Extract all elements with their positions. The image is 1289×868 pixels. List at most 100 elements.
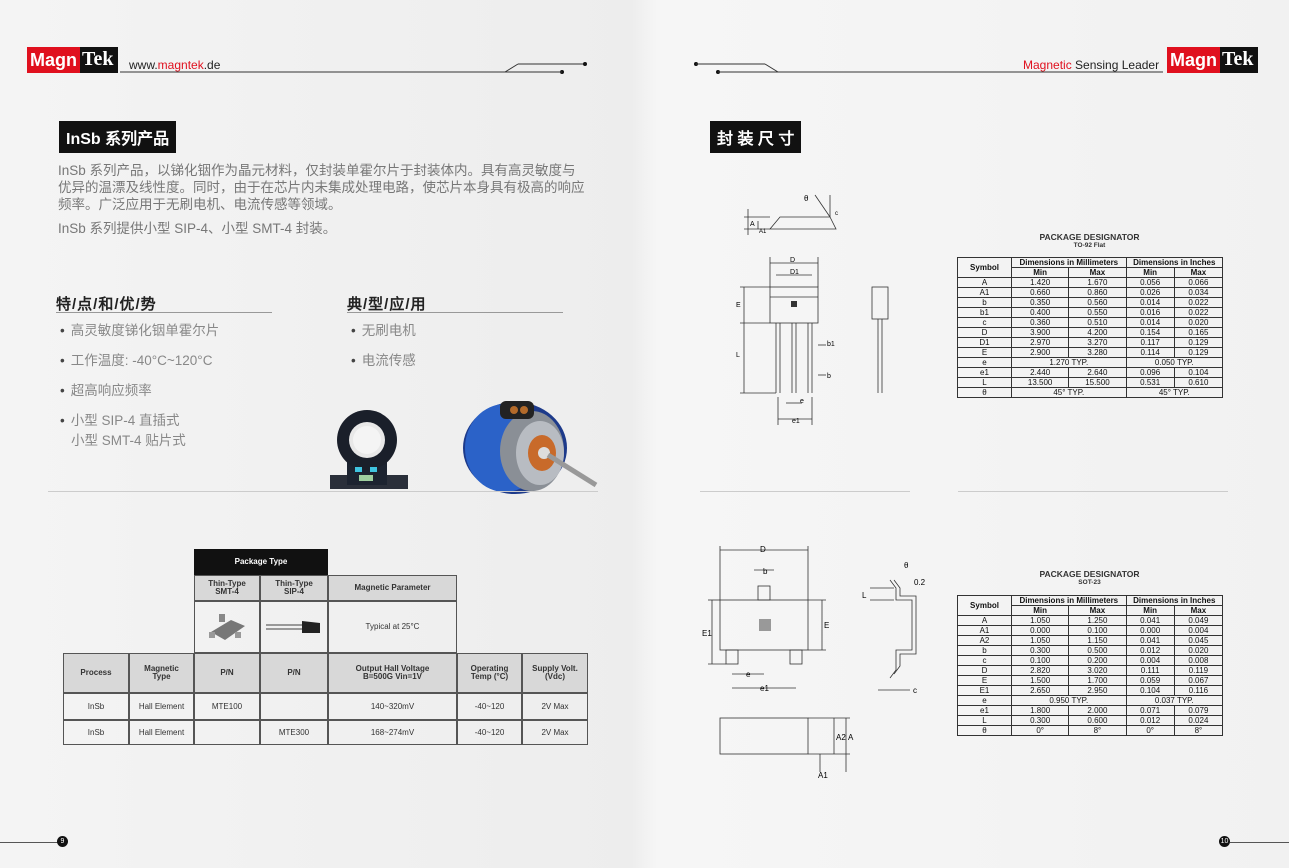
features-title: 特/点/和/优/势 bbox=[56, 296, 157, 313]
to92-dimension-drawing: A A1 θ c D D1 E L b1 b e e1 bbox=[736, 194, 889, 425]
cell: 4.200 bbox=[1068, 327, 1127, 338]
cell: 2.970 bbox=[1010, 337, 1070, 348]
cell: D1 bbox=[957, 337, 1012, 348]
cell: 8° bbox=[1173, 725, 1224, 736]
site-prefix: www. bbox=[129, 58, 158, 72]
cell: 0.056 bbox=[1125, 277, 1175, 288]
cell: 1.270 TYP. bbox=[1011, 357, 1127, 368]
table-cell: InSb bbox=[63, 720, 129, 745]
divider-left bbox=[48, 491, 598, 492]
col-header: P/N bbox=[260, 653, 328, 693]
dim-label-L: L bbox=[862, 591, 867, 600]
cell: 0.012 bbox=[1125, 645, 1175, 656]
hdr-max: Max bbox=[1068, 267, 1127, 278]
cell: e1 bbox=[957, 705, 1012, 716]
applications-title: 典/型/应/用 bbox=[347, 296, 427, 313]
sip4-package-image bbox=[260, 601, 328, 653]
cell: 2.440 bbox=[1010, 367, 1070, 378]
hdr-symbol: Symbol bbox=[957, 257, 1012, 278]
table-cell: 168~274mV bbox=[328, 720, 457, 745]
table-cell: Hall Element bbox=[129, 720, 194, 745]
cell: 0.034 bbox=[1173, 287, 1224, 298]
cell: 0.600 bbox=[1068, 715, 1127, 726]
dim-label-theta: θ bbox=[804, 194, 809, 203]
application-item: 无刷电机 bbox=[351, 322, 416, 339]
thin-sip-header: Thin-Type SIP-4 bbox=[260, 575, 328, 601]
dim-label-A: A bbox=[750, 221, 755, 228]
cell: 0.550 bbox=[1068, 307, 1127, 318]
cell: 0.079 bbox=[1173, 705, 1224, 716]
magnetic-parameter-header: Magnetic Parameter bbox=[328, 575, 457, 601]
cell: 0.360 bbox=[1010, 317, 1070, 328]
cell: 0.041 bbox=[1125, 635, 1175, 646]
cell: 8° bbox=[1068, 725, 1127, 736]
table-cell: 140~320mV bbox=[328, 693, 457, 720]
dim-label-e1: e1 bbox=[792, 418, 800, 425]
cell: 0.200 bbox=[1068, 655, 1127, 666]
sot23-designator: PACKAGE DESIGNATOR bbox=[1039, 569, 1140, 579]
cell: D bbox=[957, 327, 1012, 338]
cell: 13.500 bbox=[1010, 377, 1070, 388]
dim-label-b: b bbox=[827, 373, 831, 380]
table-cell bbox=[194, 720, 260, 745]
dim-label-A: A bbox=[848, 733, 854, 742]
cell: 0.004 bbox=[1173, 625, 1224, 636]
footer-rule-left bbox=[0, 842, 58, 843]
cell: 0.610 bbox=[1173, 377, 1224, 388]
feature-item: 高灵敏度锑化铟单霍尔片 bbox=[60, 322, 220, 339]
col-header: Operating Temp (°C) bbox=[457, 653, 522, 693]
cell: 1.050 bbox=[1010, 615, 1070, 626]
logo-tek: Tek bbox=[1220, 47, 1258, 73]
smt4-package-image bbox=[194, 601, 260, 653]
table-cell: Hall Element bbox=[129, 693, 194, 720]
cell: 0.041 bbox=[1125, 615, 1175, 626]
hdr-symbol: Symbol bbox=[957, 595, 1012, 616]
logo-magn: Magn bbox=[1167, 47, 1220, 73]
applications-underline bbox=[347, 312, 563, 313]
dim-label-E: E bbox=[736, 302, 741, 309]
feature-item: 小型 SIP-4 直插式 bbox=[60, 412, 180, 429]
page-number-right: 10 bbox=[1219, 836, 1230, 847]
col-header: Supply Volt. (Vdc) bbox=[522, 653, 588, 693]
cell: 0.071 bbox=[1125, 705, 1175, 716]
table-cell: 2V Max bbox=[522, 693, 588, 720]
dim-label-e: e bbox=[746, 670, 751, 679]
cell: 0.020 bbox=[1173, 645, 1224, 656]
cell: 0.300 bbox=[1010, 645, 1070, 656]
feature-item: 工作温度: -40°C~120°C bbox=[60, 352, 213, 369]
cell: 0.114 bbox=[1125, 347, 1175, 358]
header-rule-right bbox=[694, 62, 1163, 74]
dim-label-c: c bbox=[835, 211, 838, 217]
cell: 45° TYP. bbox=[1011, 387, 1127, 398]
section-title-package: 封 装 尺 寸 bbox=[710, 121, 802, 153]
cell: E1 bbox=[957, 685, 1012, 696]
cell: 0.026 bbox=[1125, 287, 1175, 298]
cell: A1 bbox=[957, 287, 1012, 298]
cell: b1 bbox=[957, 307, 1012, 318]
cell: L bbox=[957, 377, 1012, 388]
feature-item-continued: 小型 SMT-4 贴片式 bbox=[71, 433, 186, 448]
hdr-max: Max bbox=[1173, 605, 1224, 616]
cell: 0.014 bbox=[1125, 317, 1175, 328]
hdr-min: Min bbox=[1010, 605, 1070, 616]
cell: 0.066 bbox=[1173, 277, 1224, 288]
website-link[interactable]: www.magntek.de bbox=[129, 58, 220, 72]
cell: 0.129 bbox=[1173, 347, 1224, 358]
cell: 2.900 bbox=[1010, 347, 1070, 358]
cell: 0.014 bbox=[1125, 297, 1175, 308]
logo-magn: Magn bbox=[27, 47, 80, 73]
cell: 0.022 bbox=[1173, 297, 1224, 308]
sot23-sub: SOT-23 bbox=[1078, 579, 1101, 586]
cell: 2.650 bbox=[1010, 685, 1070, 696]
package-note: InSb 系列提供小型 SIP-4、小型 SMT-4 封装。 bbox=[58, 221, 337, 236]
cell: A bbox=[957, 277, 1012, 288]
cell: 0.022 bbox=[1173, 307, 1224, 318]
